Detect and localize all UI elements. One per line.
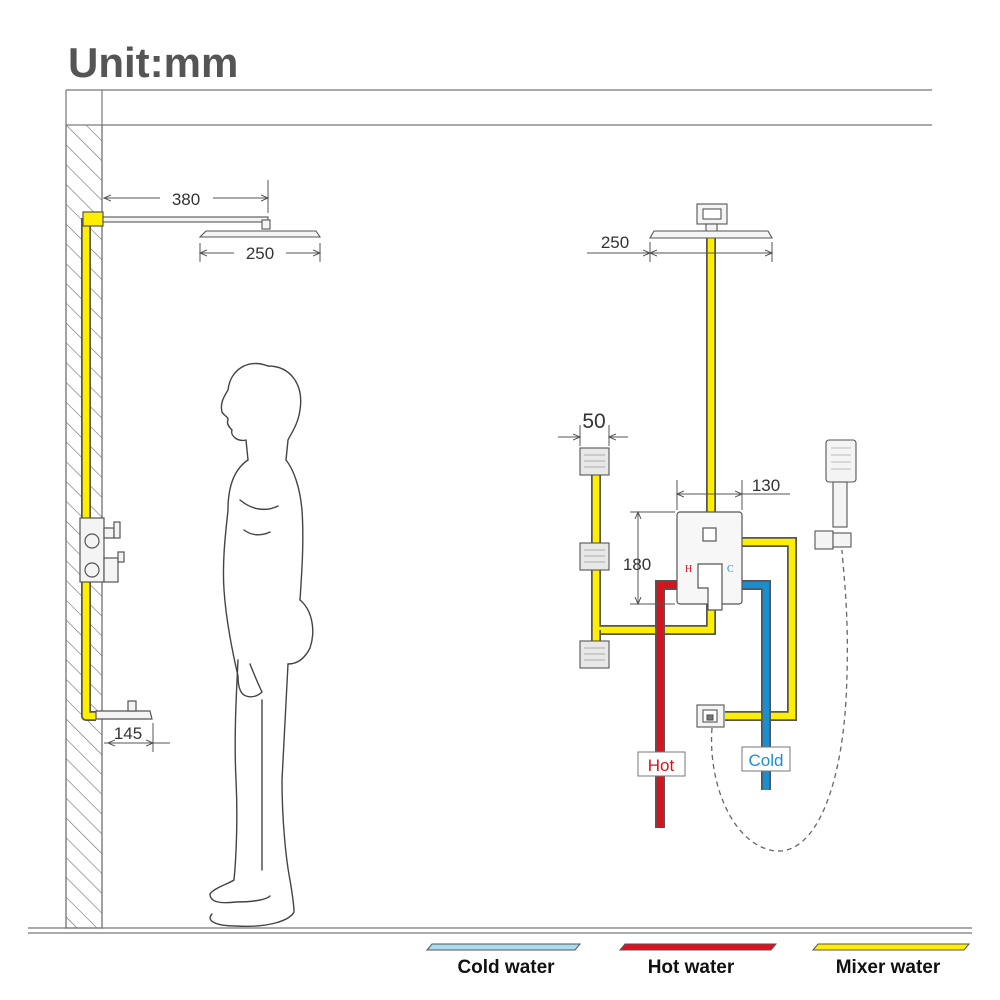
left-mixer-pipe — [81, 211, 104, 721]
right-dimensions — [558, 242, 790, 604]
valve-height-label: 180 — [623, 555, 651, 574]
hose-dashed — [710, 549, 848, 852]
legend-mixer-water: Mixer water — [811, 943, 971, 978]
hose-outlet — [696, 704, 725, 728]
right-valve — [676, 511, 743, 611]
handheld-shower — [814, 439, 857, 550]
hot-water-pipe — [655, 580, 690, 828]
body-jet-width-label: 50 — [582, 410, 605, 433]
unit-title: Unit:mm — [68, 39, 238, 86]
legend-hot-water: Hot water — [618, 943, 778, 978]
left-valve — [79, 517, 125, 583]
human-figure — [209, 362, 314, 928]
hot-supply-label: Hot — [648, 756, 675, 775]
body-jets — [579, 447, 610, 669]
arm-length-label: 380 — [172, 190, 200, 209]
left-tub-spout — [95, 700, 153, 720]
room-outline — [28, 89, 972, 934]
cold-marker: C — [727, 564, 734, 575]
cold-supply-label-box: Cold — [741, 746, 791, 772]
legend-hot-label: Hot water — [648, 957, 735, 978]
hot-supply-label-box: Hot — [637, 751, 686, 777]
legend-mixer-label: Mixer water — [836, 957, 941, 978]
left-dimensions — [104, 180, 320, 752]
left-shower-arm — [102, 216, 322, 238]
hot-marker: H — [685, 564, 692, 575]
right-shower-head — [649, 203, 773, 239]
head-width-right-label: 250 — [601, 233, 629, 252]
cold-supply-label: Cold — [749, 751, 784, 770]
legend: Cold water Hot water Mixer water — [425, 943, 971, 978]
legend-cold-water: Cold water — [425, 943, 582, 978]
head-width-left-label: 250 — [246, 244, 274, 263]
spout-length-label: 145 — [114, 724, 142, 743]
valve-width-label: 130 — [752, 476, 780, 495]
cold-water-pipe — [738, 580, 771, 790]
legend-cold-label: Cold water — [457, 957, 555, 978]
